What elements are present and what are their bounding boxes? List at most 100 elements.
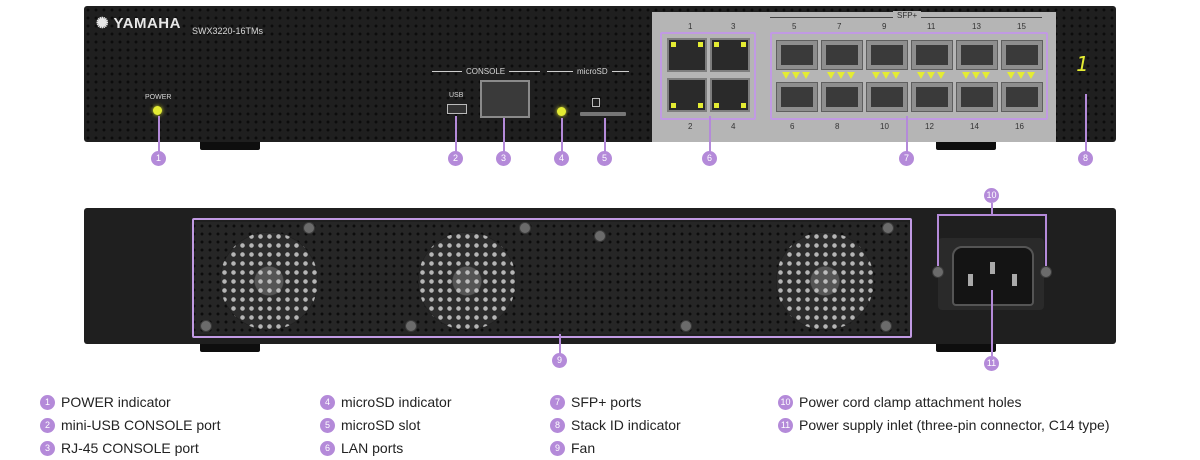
callout-badge-8: 8 [1078, 151, 1093, 166]
lan-port-number: 4 [731, 122, 736, 131]
sfp-link-led [892, 72, 900, 79]
sfp-port-12[interactable] [911, 82, 953, 112]
sfp-port-number: 5 [792, 22, 797, 31]
callout-line [503, 118, 505, 152]
lan-port-1[interactable] [667, 38, 707, 72]
sfp-link-led [1007, 72, 1015, 79]
sfp-port-number: 12 [925, 122, 934, 131]
sfp-link-led [802, 72, 810, 79]
callout-line [561, 118, 563, 152]
power-supply-inlet[interactable] [952, 246, 1034, 306]
sfp-link-led [962, 72, 970, 79]
lan-ports-highlight [660, 32, 756, 120]
callout-badge-2: 2 [448, 151, 463, 166]
lan-port-number: 2 [688, 122, 693, 131]
sfp-port-8[interactable] [821, 82, 863, 112]
sfp-port-number: 16 [1015, 122, 1024, 131]
callout-line [906, 116, 908, 152]
front-foot-left [200, 142, 260, 150]
fan-grille-1 [220, 232, 318, 330]
sfp-label: SFP+ [893, 11, 922, 20]
screw [519, 222, 531, 234]
sfp-port-16[interactable] [1001, 82, 1043, 112]
callout-badge-4: 4 [554, 151, 569, 166]
sfp-port-number: 6 [790, 122, 795, 131]
sfp-link-led [937, 72, 945, 79]
callout-line [937, 214, 1047, 216]
lan-port-3[interactable] [710, 38, 750, 72]
callout-line [604, 118, 606, 152]
lan-port-number: 1 [688, 22, 693, 31]
mini-usb-port[interactable] [447, 104, 467, 114]
sfp-port-13[interactable] [956, 40, 998, 70]
clamp-hole-left[interactable] [932, 266, 944, 278]
sfp-port-number: 15 [1017, 22, 1026, 31]
sfp-link-led [917, 72, 925, 79]
brand-name: YAMAHA [113, 15, 181, 32]
screw [880, 320, 892, 332]
sfp-link-led [972, 72, 980, 79]
fan-grille-2 [418, 232, 516, 330]
yamaha-emblem-icon: ✺ [96, 15, 110, 32]
screw [680, 320, 692, 332]
callout-line [991, 290, 993, 356]
callout-badge-10: 10 [984, 188, 999, 203]
fan-grille-3 [776, 232, 874, 330]
lan-port-number: 3 [731, 22, 736, 31]
brand-logo: ✺ YAMAHA [96, 14, 181, 32]
sfp-link-led [847, 72, 855, 79]
sfp-link-led [837, 72, 845, 79]
sfp-link-led [872, 72, 880, 79]
microsd-slot[interactable] [580, 112, 626, 116]
sfp-link-led [927, 72, 935, 79]
callout-badge-9: 9 [552, 353, 567, 368]
sfp-link-led [1027, 72, 1035, 79]
lan-port-4[interactable] [710, 78, 750, 112]
power-label: POWER [145, 94, 172, 101]
sfp-port-6[interactable] [776, 82, 818, 112]
sfp-port-9[interactable] [866, 40, 908, 70]
usb-label: USB [449, 92, 464, 99]
rear-foot-right [936, 344, 996, 352]
callout-badge-11: 11 [984, 356, 999, 371]
sfp-port-15[interactable] [1001, 40, 1043, 70]
sfp-port-10[interactable] [866, 82, 908, 112]
callout-line [559, 334, 561, 354]
callout-line [1085, 94, 1087, 152]
inlet-pin [968, 274, 973, 286]
sfp-link-led [982, 72, 990, 79]
sfp-port-number: 10 [880, 122, 889, 131]
callout-line [991, 203, 993, 215]
sfp-port-5[interactable] [776, 40, 818, 70]
sfp-port-number: 8 [835, 122, 840, 131]
sfp-port-number: 14 [970, 122, 979, 131]
microsd-label: microSD [573, 67, 612, 76]
callout-line [455, 116, 457, 152]
sfp-port-number: 9 [882, 22, 887, 31]
callout-badge-3: 3 [496, 151, 511, 166]
front-foot-right [936, 142, 996, 150]
screw [405, 320, 417, 332]
sfp-port-number: 13 [972, 22, 981, 31]
callout-badge-1: 1 [151, 151, 166, 166]
inlet-pin [1012, 274, 1017, 286]
clamp-hole-right[interactable] [1040, 266, 1052, 278]
microsd-card-icon [592, 98, 600, 107]
rj45-console-port[interactable] [480, 80, 530, 118]
sfp-port-14[interactable] [956, 82, 998, 112]
lan-port-2[interactable] [667, 78, 707, 112]
stack-id-digit: 1 [1076, 52, 1089, 76]
power-led [153, 106, 162, 115]
sfp-port-11[interactable] [911, 40, 953, 70]
sfp-link-led [827, 72, 835, 79]
stack-id-display: 1 [1076, 52, 1096, 92]
sfp-port-7[interactable] [821, 40, 863, 70]
